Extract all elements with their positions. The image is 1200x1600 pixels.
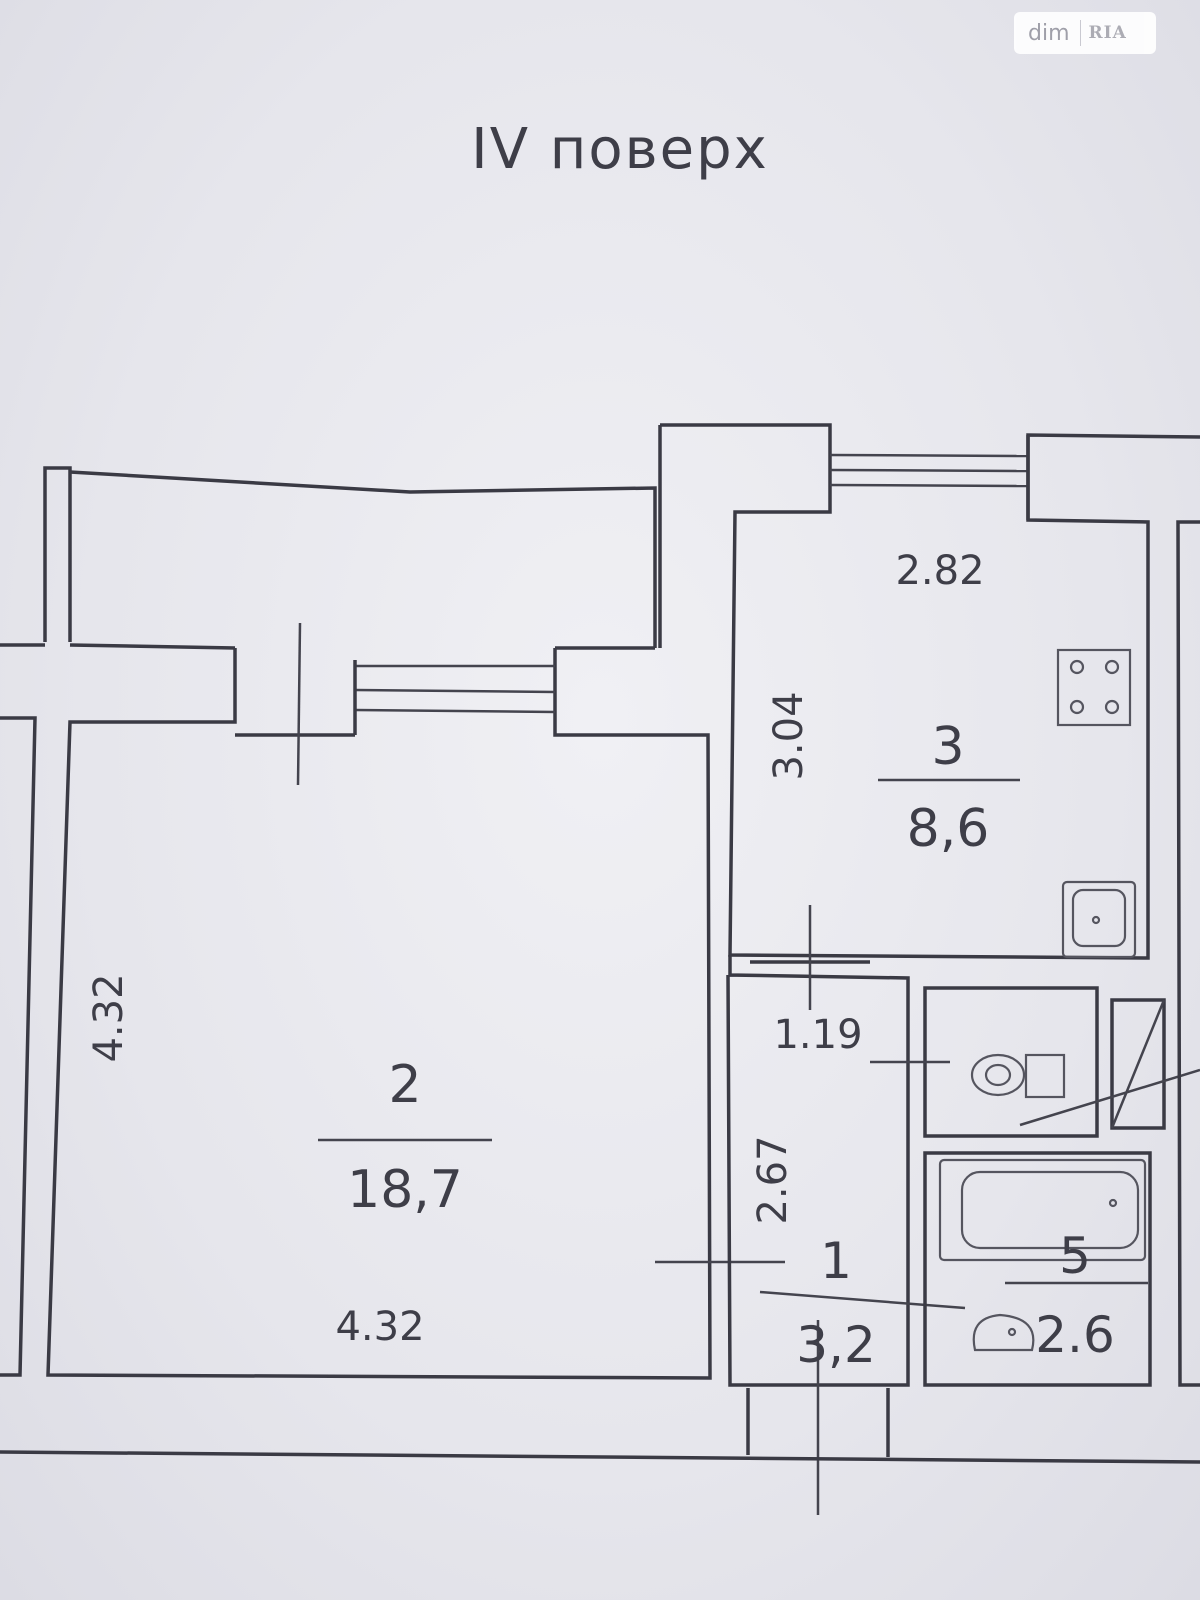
room-label-5: 5 2.6 (1035, 1227, 1115, 1364)
floor-title: IV поверх (471, 117, 769, 182)
dimension-room1-height: 2.67 (750, 1135, 796, 1224)
dimension-room3-width: 2.82 (895, 548, 984, 594)
room-area-3: 8,6 (907, 799, 990, 859)
dimension-room1-width: 1.19 (773, 1012, 862, 1058)
room-area-5: 2.6 (1035, 1306, 1115, 1364)
balcony (43, 466, 657, 650)
room-number-1: 1 (820, 1232, 852, 1290)
dimension-room2-width: 4.32 (335, 1304, 424, 1350)
ventilation-shaft-icon (1019, 998, 1200, 1130)
dimension-room2-height: 4.32 (86, 973, 132, 1062)
dim-ria-watermark: dim RIA (1014, 12, 1156, 54)
outer-wall-bottom (0, 1388, 1200, 1464)
left-neighbour-wall (0, 643, 45, 1377)
washbasin-icon (972, 1313, 1035, 1352)
bathtub-icon (938, 1158, 1147, 1262)
watermark-text-dim: dim (1028, 20, 1070, 46)
window-room-3 (829, 453, 1029, 488)
room-label-2: 2 18,7 (318, 1055, 492, 1220)
watermark-separator (1079, 20, 1081, 46)
sink-icon (1061, 880, 1137, 959)
room-number-3: 3 (931, 717, 964, 777)
room-number-5: 5 (1059, 1227, 1091, 1285)
room-number-2: 2 (388, 1055, 421, 1115)
room-label-1: 1 3,2 (796, 1232, 876, 1374)
room-area-2: 18,7 (347, 1160, 463, 1220)
right-neighbour-wall (1176, 520, 1200, 1387)
wc (870, 986, 1099, 1138)
room-area-1: 3,2 (796, 1316, 876, 1374)
room-2 (46, 622, 785, 1380)
dimension-room3-height: 3.04 (766, 691, 812, 780)
room-1 (726, 905, 966, 1515)
room-5 (923, 1151, 1152, 1387)
stove-icon (1056, 648, 1132, 727)
room-label-3: 3 8,6 (878, 717, 1020, 859)
room-3 (658, 423, 1200, 960)
toilet-icon (970, 1053, 1066, 1099)
window-room-2 (235, 660, 556, 737)
watermark-text-ria: RIA (1088, 23, 1127, 43)
